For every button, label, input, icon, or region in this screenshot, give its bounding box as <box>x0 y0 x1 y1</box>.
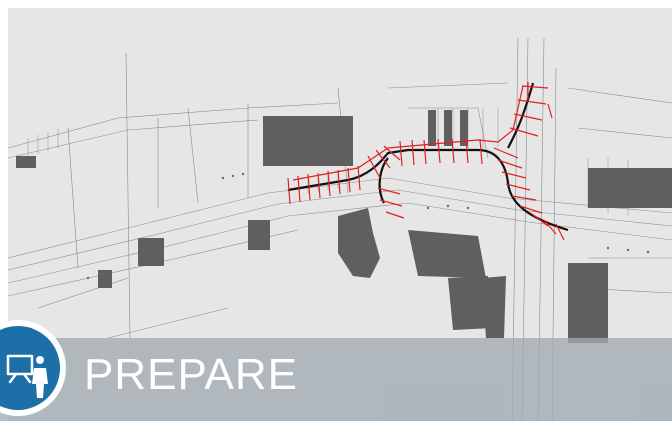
presenter-icon <box>0 326 60 410</box>
banner-title: PREPARE <box>84 350 299 399</box>
section-banner <box>0 338 672 421</box>
plan-detail-dots <box>86 172 650 280</box>
design-alignment <box>287 82 569 232</box>
design-markup <box>287 82 565 241</box>
plan-buildings <box>16 110 672 343</box>
